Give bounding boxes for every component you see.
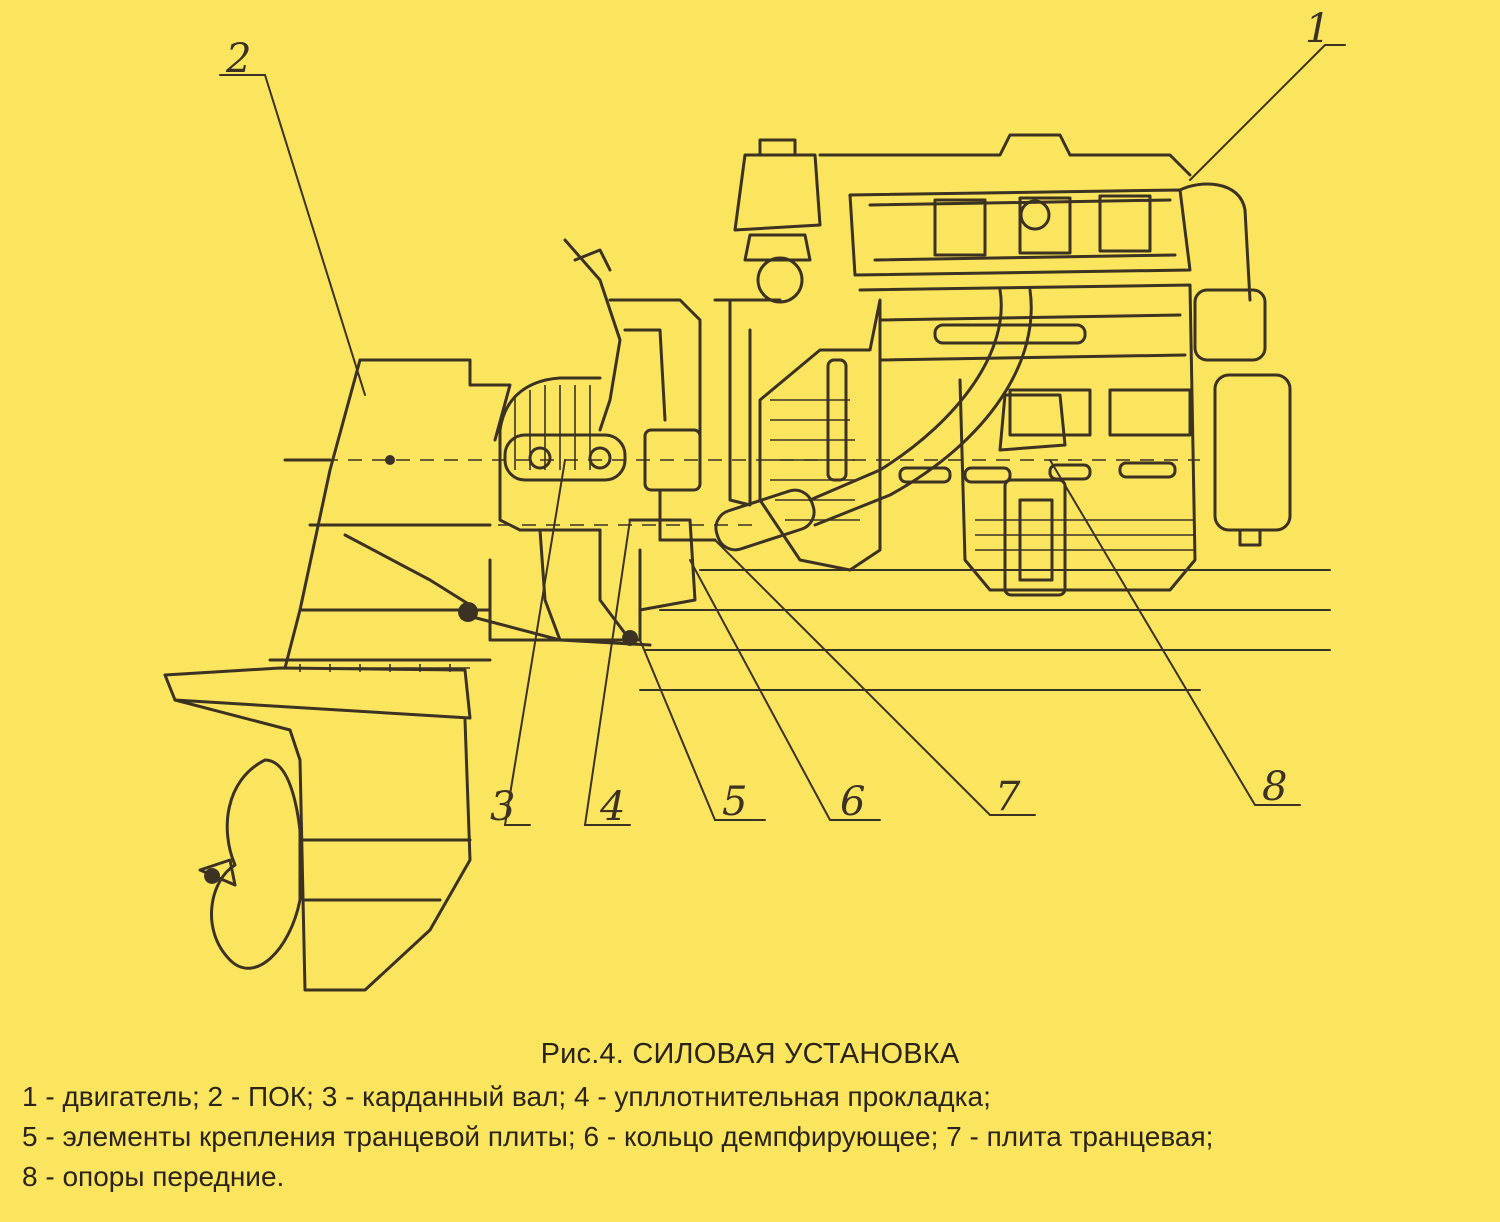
steering-bracket bbox=[563, 138, 822, 507]
callout-6: 6 bbox=[840, 779, 865, 825]
leader-lines bbox=[219, 44, 1346, 826]
callout-2: 2 bbox=[225, 36, 251, 82]
figure-title: Рис.4. СИЛОВАЯ УСТАНОВКА bbox=[540, 1038, 960, 1070]
callout-7: 7 bbox=[995, 774, 1021, 820]
callout-1: 1 bbox=[1305, 6, 1330, 52]
hull-lines bbox=[300, 459, 1331, 691]
engine bbox=[714, 133, 1292, 597]
callout-3: 3 bbox=[490, 784, 515, 830]
stern-drive bbox=[163, 358, 652, 992]
callout-5: 5 bbox=[722, 779, 747, 825]
transom-assembly bbox=[488, 376, 717, 646]
figure-caption: Рис.4. СИЛОВАЯ УСТАНОВКА 1 - двигатель; … bbox=[0, 1038, 1500, 1197]
legend-line-2: 5 - элементы крепления транцевой плиты; … bbox=[22, 1121, 1214, 1152]
legend-line-3: 8 - опоры передние. bbox=[22, 1161, 285, 1192]
callout-4: 4 bbox=[599, 784, 625, 830]
callouts: 1 2 3 4 5 6 7 8 bbox=[225, 6, 1330, 830]
legend-line-1: 1 - двигатель; 2 - ПОК; 3 - карданный ва… bbox=[22, 1081, 991, 1112]
callout-8: 8 bbox=[1262, 764, 1287, 810]
power-unit-drawing: 1 2 3 4 5 6 7 8 bbox=[163, 6, 1346, 992]
